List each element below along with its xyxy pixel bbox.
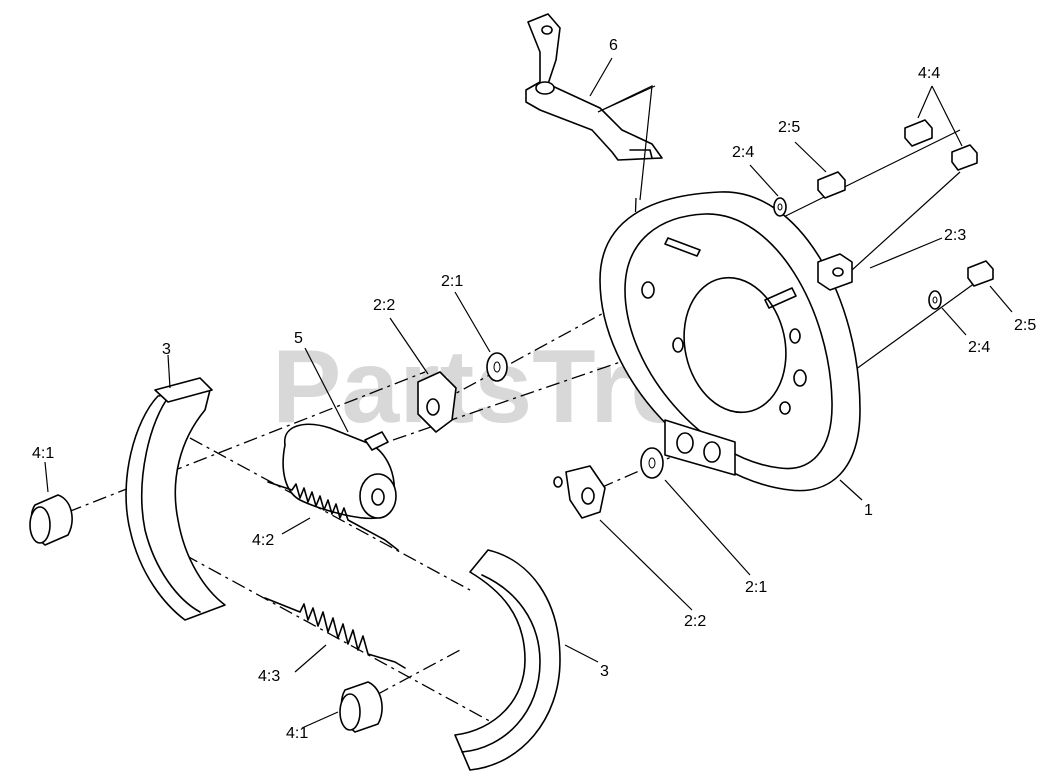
backing-plate-slot-2 — [664, 237, 701, 257]
spring-4-2 — [267, 481, 399, 551]
leader-6 — [589, 57, 613, 97]
backing-plate-hole-4 — [779, 401, 791, 415]
brake-lever-notch — [629, 149, 653, 159]
leader-2-1-upper — [454, 291, 491, 353]
backing-plate-rim — [624, 213, 833, 470]
leader-4-3 — [294, 644, 327, 673]
leader-4-4-b — [931, 85, 963, 147]
callout-labels: 6 4:4 2:5 2:4 2:3 2:5 2:4 1 2:1 2:2 5 3 … — [32, 37, 1036, 742]
brake-shoe-upper — [125, 389, 226, 621]
washers — [486, 197, 942, 479]
callout-4-1-upper: 4:1 — [32, 445, 54, 462]
washer-2-4-upper — [773, 197, 787, 217]
backing-plate-hole-2 — [672, 337, 684, 353]
bolts — [817, 119, 994, 287]
callout-2-4-upper: 2:4 — [732, 144, 754, 161]
leader-3-upper — [167, 354, 171, 389]
callout-2-4-lower: 2:4 — [968, 339, 990, 356]
leader-3-lower — [564, 644, 599, 663]
leader-4-1-lower — [301, 711, 339, 729]
leader-2-1-lower — [664, 479, 751, 576]
wheel-cylinder — [282, 423, 397, 520]
backing-plate-bracket-hole-2 — [703, 441, 721, 463]
callout-2-1-upper: 2:1 — [441, 273, 463, 290]
backing-plate — [599, 191, 861, 492]
callout-2-2-lower: 2:2 — [684, 613, 706, 630]
adjuster-2-2-upper-hole — [426, 398, 440, 416]
callout-2-5-upper: 2:5 — [778, 119, 800, 136]
leader-2-5-upper — [794, 141, 827, 173]
callout-4-1-lower: 4:1 — [286, 725, 308, 742]
callout-5: 5 — [294, 330, 303, 347]
adjuster-2-2-lower-pin — [553, 476, 563, 488]
anchor-bracket-body — [817, 253, 853, 291]
backing-plate-bracket-hole-1 — [676, 432, 694, 454]
leader-2-3 — [869, 237, 943, 269]
hold-down-cup-lower-face — [339, 693, 361, 731]
callout-3-lower: 3 — [600, 663, 609, 680]
washer-2-4-lower — [928, 290, 942, 310]
leader-2-5-lower — [989, 285, 1013, 313]
adjuster-2-2-lower-hole — [581, 487, 595, 505]
spring-4-3 — [264, 597, 406, 669]
leader-4-1-upper — [44, 461, 49, 493]
washer-2-4-upper-hole — [777, 203, 783, 211]
anchor-bracket-hole — [832, 267, 844, 277]
callout-1: 1 — [864, 502, 873, 519]
brake-shoe-lower — [454, 549, 561, 771]
washer-2-1-upper — [486, 352, 508, 382]
callout-3-upper: 3 — [162, 341, 171, 358]
leader-5 — [304, 347, 349, 433]
callout-2-5-lower: 2:5 — [1014, 317, 1036, 334]
adjuster-2-2-lower — [565, 465, 606, 519]
centerline-lower-shoe — [184, 554, 496, 725]
brake-shoes — [125, 377, 561, 771]
washer-2-4-lower-hole — [932, 296, 938, 304]
leader-1 — [839, 479, 863, 501]
hold-down-cup-upper-face — [29, 506, 51, 544]
washer-2-1-upper-hole — [493, 361, 501, 373]
washer-2-1-lower-hole — [648, 457, 656, 469]
brake-shoe-upper-top — [154, 377, 213, 403]
callout-4-4: 4:4 — [918, 65, 940, 82]
wheel-cylinder-end — [359, 473, 397, 519]
bolt-2-5-upper-head — [817, 171, 846, 199]
brake-shoe-lower-lining — [461, 574, 541, 753]
brake-lever — [525, 13, 663, 161]
brake-lever-pivot — [535, 81, 555, 95]
callout-2-3: 2:3 — [944, 227, 966, 244]
callout-6: 6 — [609, 37, 618, 54]
backing-plate-hole-1 — [641, 281, 655, 299]
leader-2-4-lower — [941, 307, 967, 336]
hold-down-cups — [29, 494, 383, 733]
anchor-bracket — [817, 253, 853, 291]
backing-plate-slot — [764, 287, 797, 309]
callout-2-2-upper: 2:2 — [373, 297, 395, 314]
bolt-2-5-lower-head — [967, 260, 994, 287]
springs — [264, 481, 406, 669]
wheel-cylinder-bleeder — [364, 431, 389, 451]
backing-plate-hole-3 — [793, 369, 807, 387]
brake-shoe-upper-lining — [141, 394, 201, 613]
backing-plate-hole-5 — [789, 328, 801, 344]
adjusters — [417, 371, 606, 519]
washer-2-1-lower — [640, 447, 664, 479]
leader-2-2-lower — [599, 519, 693, 611]
brake-lever-hole — [541, 25, 553, 35]
wheel-cylinder-port — [371, 488, 385, 506]
leader-4-2 — [281, 517, 311, 535]
leader-2-2-upper — [389, 317, 429, 375]
callout-4-3: 4:3 — [258, 668, 280, 685]
bolt-4-4-lower-head — [951, 144, 978, 171]
callout-4-2: 4:2 — [252, 532, 274, 549]
leader-2-4-upper — [749, 164, 779, 197]
callout-leaders — [44, 57, 1013, 729]
leader-4-4-a — [917, 85, 933, 119]
leader-6-branch — [597, 85, 656, 113]
backing-plate-center-hole — [683, 276, 787, 414]
bolt-4-4-upper-head — [904, 119, 933, 147]
callout-2-1-lower: 2:1 — [745, 579, 767, 596]
